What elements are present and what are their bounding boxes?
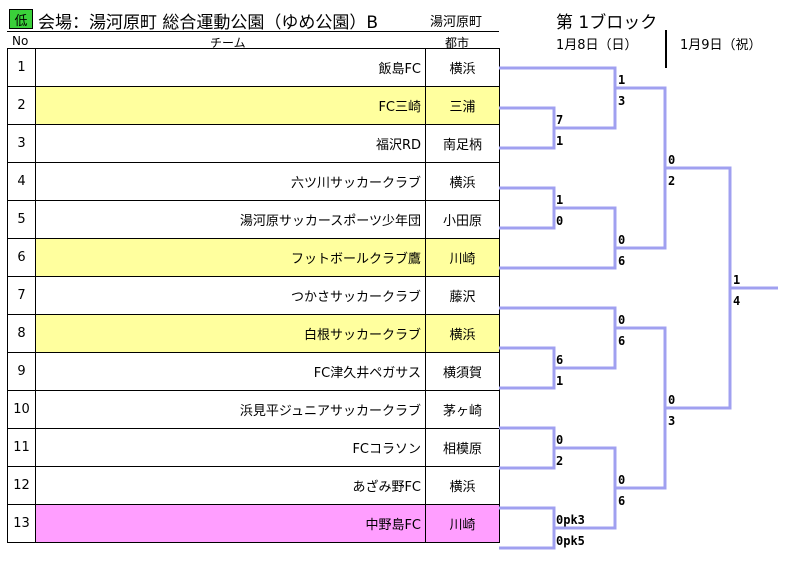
col-header-city: 都市 xyxy=(445,36,470,50)
bracket-45v6 xyxy=(499,206,617,270)
low-badge: 低 xyxy=(9,9,33,29)
header-underline xyxy=(7,31,499,32)
score-45v6-bot: 6 xyxy=(618,254,626,268)
score-final-bot: 4 xyxy=(733,294,741,308)
score-4v5-top: 1 xyxy=(556,193,564,207)
score-4v5-bot: 0 xyxy=(556,214,564,228)
venue-title: 会場：湯河原町 総合運動公園（ゆめ公園）B xyxy=(38,13,379,33)
score-12v13-bot: 0pk5 xyxy=(556,534,585,548)
team-name: FCコラソン xyxy=(35,428,426,467)
team-city: 三浦 xyxy=(425,86,500,125)
team-name: フットボールクラブ鷹 xyxy=(35,238,426,277)
team-name: 湯河原サッカースポーツ少年団 xyxy=(35,200,426,239)
team-name: 六ツ川サッカークラブ xyxy=(35,162,426,201)
bracket-sf-bot xyxy=(615,326,667,490)
team-name: 白根サッカークラブ xyxy=(35,314,426,353)
bracket-8v9 xyxy=(499,346,556,390)
col-header-team: チーム xyxy=(210,36,246,50)
team-number: 2 xyxy=(7,86,36,125)
score-8v9-top: 6 xyxy=(556,353,564,367)
team-name: 福沢RD xyxy=(35,124,426,163)
team-name: 浜見平ジュニアサッカークラブ xyxy=(35,390,426,429)
score-sf-bot-top: 0 xyxy=(668,393,676,407)
bracket-4v5 xyxy=(499,186,556,230)
date-divider xyxy=(665,30,667,68)
team-city: 横浜 xyxy=(425,314,500,353)
score-7v89-top: 0 xyxy=(618,313,626,327)
team-city: 川崎 xyxy=(425,238,500,277)
team-number: 1 xyxy=(7,48,36,87)
town-label: 湯河原町 xyxy=(430,15,483,30)
score-10v11-top: 0 xyxy=(556,433,564,447)
score-1011v1213-top: 0 xyxy=(618,473,626,487)
team-city: 横浜 xyxy=(425,162,500,201)
date-day1: 1月8日（日） xyxy=(556,38,638,53)
team-city: 横須賀 xyxy=(425,352,500,391)
team-city: 横浜 xyxy=(425,466,500,505)
team-city: 川崎 xyxy=(425,504,500,543)
bracket-final xyxy=(665,166,732,410)
bracket-sf-top xyxy=(615,86,667,250)
score-sf-top-top: 0 xyxy=(668,153,676,167)
score-2v3-bot: 1 xyxy=(556,134,564,148)
team-city: 南足柄 xyxy=(425,124,500,163)
team-name: あざみ野FC xyxy=(35,466,426,505)
team-name: 飯島FC xyxy=(35,48,426,87)
team-name: つかさサッカークラブ xyxy=(35,276,426,315)
block-title: 第 1ブロック xyxy=(556,13,658,33)
score-7v89-bot: 6 xyxy=(618,334,626,348)
score-sf-bot-bot: 3 xyxy=(668,414,676,428)
team-number: 4 xyxy=(7,162,36,201)
bracket-7v89 xyxy=(499,306,617,370)
date-day2: 1月9日（祝） xyxy=(680,38,762,53)
col-header-no: No xyxy=(12,34,29,48)
bracket-1v23 xyxy=(499,66,617,130)
team-city: 相模原 xyxy=(425,428,500,467)
score-12v13-top: 0pk3 xyxy=(556,513,585,527)
bracket-12v13 xyxy=(499,506,556,550)
score-8v9-bot: 1 xyxy=(556,374,564,388)
score-final-top: 1 xyxy=(733,273,741,287)
team-name: FC三崎 xyxy=(35,86,426,125)
bracket-10v11 xyxy=(499,426,556,470)
score-1v23-bot: 3 xyxy=(618,94,626,108)
team-name: 中野島FC xyxy=(35,504,426,543)
bracket-2v3 xyxy=(499,106,556,150)
score-2v3-top: 7 xyxy=(556,113,564,127)
score-10v11-bot: 2 xyxy=(556,454,564,468)
team-number: 13 xyxy=(7,504,36,543)
team-number: 3 xyxy=(7,124,36,163)
score-1011v1213-bot: 6 xyxy=(618,494,626,508)
score-sf-top-bot: 2 xyxy=(668,174,676,188)
score-1v23-top: 1 xyxy=(618,73,626,87)
score-45v6-top: 0 xyxy=(618,233,626,247)
